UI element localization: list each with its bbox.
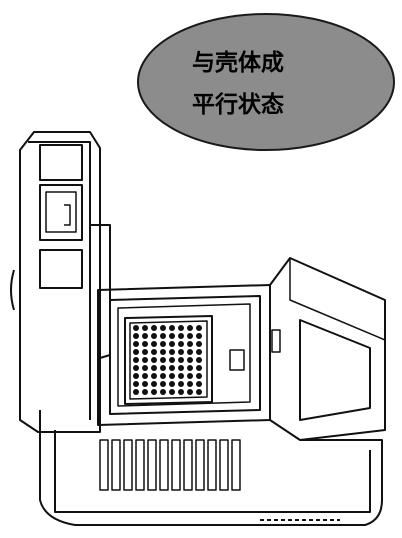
callout-ellipse: [137, 13, 395, 151]
well-block: [124, 315, 213, 405]
chamber-clip: [229, 349, 245, 371]
side-latch: [271, 329, 281, 353]
well-grid: [133, 325, 202, 395]
svg-text:与壳体成 平行状态: 与壳体成 平行状态: [192, 49, 292, 118]
callout-bubble: 与壳体成 平行状态: [137, 13, 395, 151]
lid-window-bottom: [39, 249, 83, 289]
front-vents: [99, 439, 241, 491]
thermal-cycler-illustration: [10, 131, 386, 526]
display-housing: [229, 257, 386, 441]
callout-line-1: 与壳体成: [192, 49, 284, 76]
instrument-base: [39, 410, 383, 526]
display-screen: [299, 319, 371, 421]
lid-hinge-panel: [39, 184, 83, 241]
callout-line-2: 平行状态: [192, 91, 284, 118]
lid-knob: [10, 269, 15, 311]
lid-window-top: [39, 144, 83, 181]
instrument-lid: [10, 131, 111, 433]
